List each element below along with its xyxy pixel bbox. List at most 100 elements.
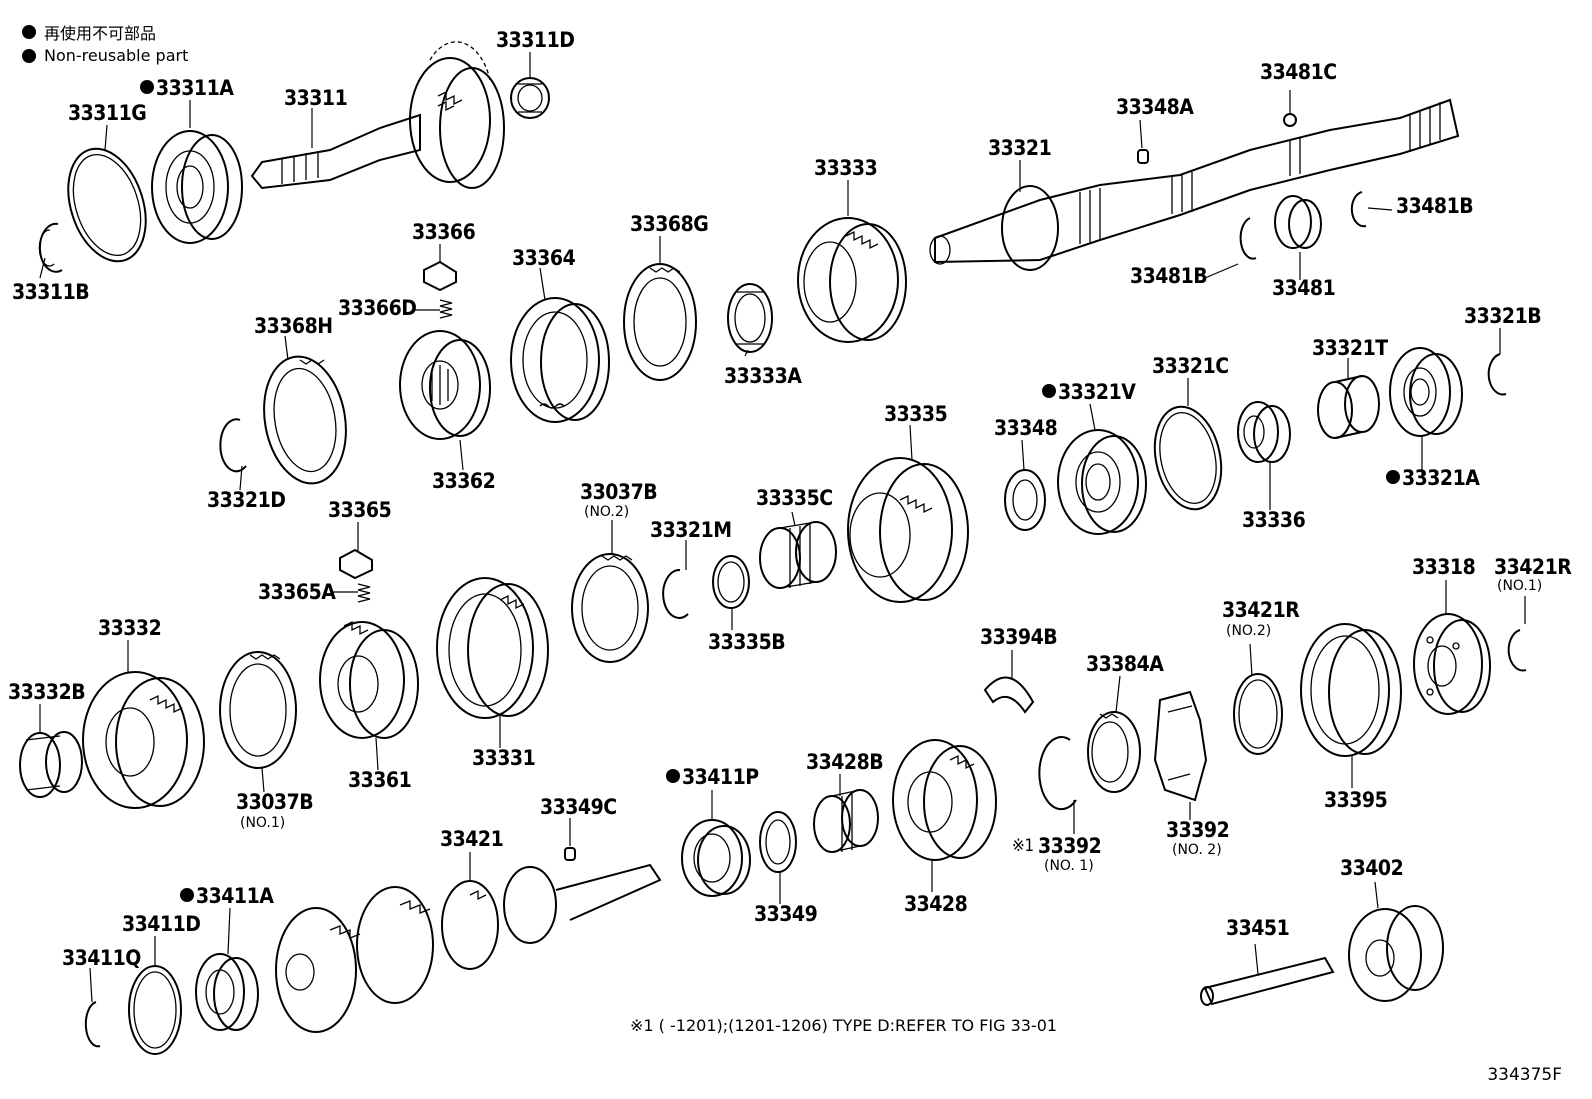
ring-33335b [712,555,750,609]
part-label: 33384A [1086,652,1164,676]
spacer-33348 [1004,469,1046,531]
counter-gear-33421 [275,863,662,1033]
leader-lines [39,52,1526,1003]
part-label: 33321T [1312,336,1388,360]
collar-33481 [1274,195,1322,249]
snap-ring-33321b [1487,353,1507,396]
part-label: 33411P [666,767,759,788]
part-label: 33335C [756,486,833,510]
part-label: 33481 [1272,276,1336,300]
part-label: 33428 [904,892,968,916]
part-label: 33394B [980,625,1058,649]
bearing-race-33411p [681,819,751,897]
part-label: 33364 [512,246,576,270]
part-label: 33368G [630,212,709,236]
non-reusable-dot-icon [180,888,194,902]
part-label: 33321D [207,488,286,512]
part-label: 33321A [1386,468,1480,489]
synchronizer-ring-33368g [623,263,697,381]
part-label: 33311B [12,280,90,304]
hole-snap-ring-33321c [1153,405,1223,511]
gear-33428 [892,739,997,861]
snap-ring-33311b [38,222,63,273]
part-label: 33335B [708,630,786,654]
shifting-key-33365 [339,548,373,580]
part-label: 33392 [1166,818,1230,842]
part-label: 33348A [1116,95,1194,119]
legend-row-en: Non-reusable part [22,46,188,65]
part-label: 33335 [884,402,948,426]
needle-bearing-33428b [813,789,879,853]
spring-33365a [357,583,371,603]
spacer-33321t [1317,375,1380,439]
sublabel: (NO. 1) [1044,858,1094,874]
part-label: 33331 [472,746,536,770]
part-label: 33321M [650,518,732,542]
non-reusable-dot-icon [22,25,36,39]
non-reusable-dot-icon [666,769,680,783]
part-label: 33311D [496,28,575,52]
non-reusable-dot-icon [22,48,36,63]
part-label: 33321B [1464,304,1542,328]
needle-bearing-33333a [727,283,773,353]
clip-33392-no2 [1153,690,1208,802]
spring-33366d [439,299,453,319]
part-label: 33451 [1226,916,1290,940]
part-label: 33349 [754,902,818,926]
hole-snap-ring-33311g [67,147,147,263]
gear-33364 [510,297,610,423]
ring-33395 [1300,623,1402,757]
part-label: 33411A [180,886,274,907]
part-label: 33366D [338,296,417,320]
synchronizer-ring-33037b-no1 [219,651,297,769]
figure-number: 334375F [1487,1065,1562,1085]
non-reusable-dot-icon [140,80,154,94]
pin-33348a [1137,149,1149,164]
part-label: 33392 [1038,834,1102,858]
footnote-mark: ※1 [1012,836,1034,856]
shift-fork-pad-33394b [983,676,1035,714]
legend-jp-text: 再使用不可部品 [44,24,157,43]
hub-sleeve-33361 [319,620,419,739]
bearing-33311a [151,130,243,244]
part-label: 33333 [814,156,878,180]
part-label: 33421R [1222,598,1300,622]
snap-ring-33421r-no2 [1233,673,1283,755]
snap-ring-33392-no1 [1038,736,1077,811]
part-label: 33365A [258,580,336,604]
part-label: 33349C [540,795,617,819]
part-label: 33365 [328,498,392,522]
needle-bearing-33332b [19,731,83,798]
part-label: 33361 [348,768,412,792]
reverse-idler-gear-33402 [1348,905,1444,1002]
part-label: 33321C [1152,354,1229,378]
gear-33335 [847,457,969,603]
part-label: 33311A [140,78,234,99]
part-label: 33332B [8,680,86,704]
snap-ring-33411q [84,1001,101,1048]
sublabel: (NO.2) [1226,623,1272,639]
part-label: 33481B [1130,264,1208,288]
part-label: 33332 [98,616,162,640]
part-label: 33318 [1412,555,1476,579]
part-label: 33311G [68,101,147,125]
pin-33349c [564,847,576,861]
snap-ring-33421r-no1 [1507,629,1527,672]
gear-33332 [82,671,205,809]
gear-33333 [797,217,907,343]
cone-33384a [1087,711,1141,793]
part-label: 33411D [122,912,201,936]
synchronizer-ring-33037b-no2 [571,553,649,663]
gear-33336 [1237,401,1291,463]
shifting-key-33366 [423,260,457,292]
legend-row-jp: 再使用不可部品 [22,20,156,44]
footnote: ※1 ( -1201);(1201-1206) TYPE D:REFER TO … [630,1016,1058,1035]
sublabel: (NO.1) [240,815,286,831]
sublabel: (NO.1) [1497,578,1543,594]
part-label: 33421R [1494,555,1572,579]
snap-ring-33321d [219,418,247,473]
snap-ring-33481b-b [1239,217,1257,260]
part-label: 33311 [284,86,348,110]
part-label: 33336 [1242,508,1306,532]
non-reusable-dot-icon [1042,384,1056,398]
